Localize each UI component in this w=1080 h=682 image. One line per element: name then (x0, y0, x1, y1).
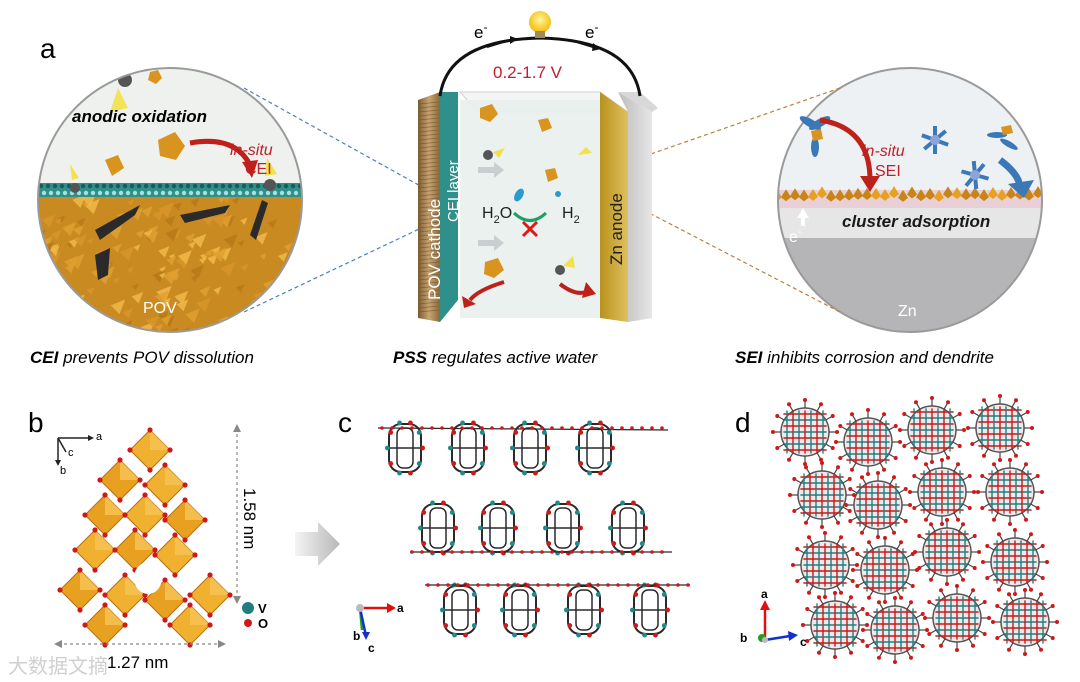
pov-cluster-icon (480, 104, 558, 278)
legend-v-label: V (258, 601, 267, 616)
pov-cluster-icon (105, 70, 185, 176)
axis-b-label: b (740, 631, 747, 645)
axis-c-label: c (368, 641, 375, 655)
axis-a-label: a (397, 601, 404, 615)
orientation-axes-d: a b c (740, 587, 807, 649)
h2-label: H2 (562, 205, 580, 226)
pov-label: POV (143, 300, 177, 317)
watermark: 大数据文摘 (8, 656, 108, 678)
cluster-packing-view (771, 394, 1059, 664)
in-situ-arrow (189, 138, 253, 167)
polyhedral-cluster-structure (57, 427, 233, 648)
cei-layer-slab (440, 92, 458, 322)
legend-o-label: O (258, 616, 268, 631)
cei-magnified-view: anodic oxidation in-situ CEI POV (37, 67, 303, 333)
electron-right-label: e- (585, 20, 598, 42)
in-situ-sei-label: in-situ (862, 143, 905, 160)
orientation-axes-b: a c b (55, 431, 103, 477)
electrolyte (460, 100, 600, 318)
electron-left-label: e- (474, 20, 487, 42)
voltage-label: 0.2-1.7 V (493, 63, 563, 82)
panel-d-letter: d (735, 407, 751, 438)
transition-arrow-icon (295, 522, 340, 566)
caption-cei: CEI prevents POV dissolution (30, 348, 254, 367)
axis-c-label: c (800, 635, 807, 649)
height-dimension: 1.58 nm (233, 424, 259, 604)
ion-flow-arrows (478, 162, 504, 251)
panel-a-letter: a (40, 33, 56, 64)
light-bulb-icon (529, 11, 551, 38)
axis-c-label: c (68, 447, 74, 459)
axis-a-label: a (96, 431, 103, 443)
battery-cell: POV cathode CEI layer Zn anode H2O H2 (418, 91, 658, 322)
atom-legend: V O (242, 601, 268, 631)
height-dimension-label: 1.58 nm (240, 488, 259, 549)
width-dimension: 1.27 nm (54, 640, 226, 672)
sei-electron-label: e- (789, 226, 802, 246)
panel-c-letter: c (338, 407, 352, 438)
cluster-adsorption-label: cluster adsorption (842, 212, 990, 231)
external-circuit: e- e- 0.2-1.7 V (438, 11, 642, 97)
anode-label: Zn anode (607, 193, 626, 265)
zn-label: Zn (898, 303, 917, 320)
zoom-connector-lines (243, 87, 841, 313)
adsorbed-clusters (778, 186, 1042, 202)
cei-label: CEI (245, 161, 272, 178)
axis-b-label: b (353, 629, 360, 643)
cei-layer-label: CEI layer (445, 160, 462, 222)
width-dimension-label: 1.27 nm (107, 653, 168, 672)
caption-pss: PSS regulates active water (393, 348, 598, 367)
anodic-oxidation-label: anodic oxidation (72, 107, 207, 126)
panel-b-letter: b (28, 407, 44, 438)
cathode-label: POV cathode (425, 199, 444, 300)
axis-a-label: a (761, 587, 768, 601)
axis-b-label: b (60, 465, 66, 477)
zn-anode-slab (600, 92, 628, 322)
electron-up-arrow-icon (797, 208, 809, 226)
water-to-h2-arrow (512, 211, 548, 222)
in-situ-label: in-situ (230, 142, 273, 159)
orientation-axes-c: a b c (353, 601, 404, 655)
sei-label: SEI (875, 163, 901, 180)
pss-molecule-icon (799, 116, 1018, 190)
layered-framework-view (377, 420, 690, 638)
h2o-label: H2O (482, 205, 512, 226)
caption-sei: SEI inhibits corrosion and dendrite (735, 348, 994, 367)
